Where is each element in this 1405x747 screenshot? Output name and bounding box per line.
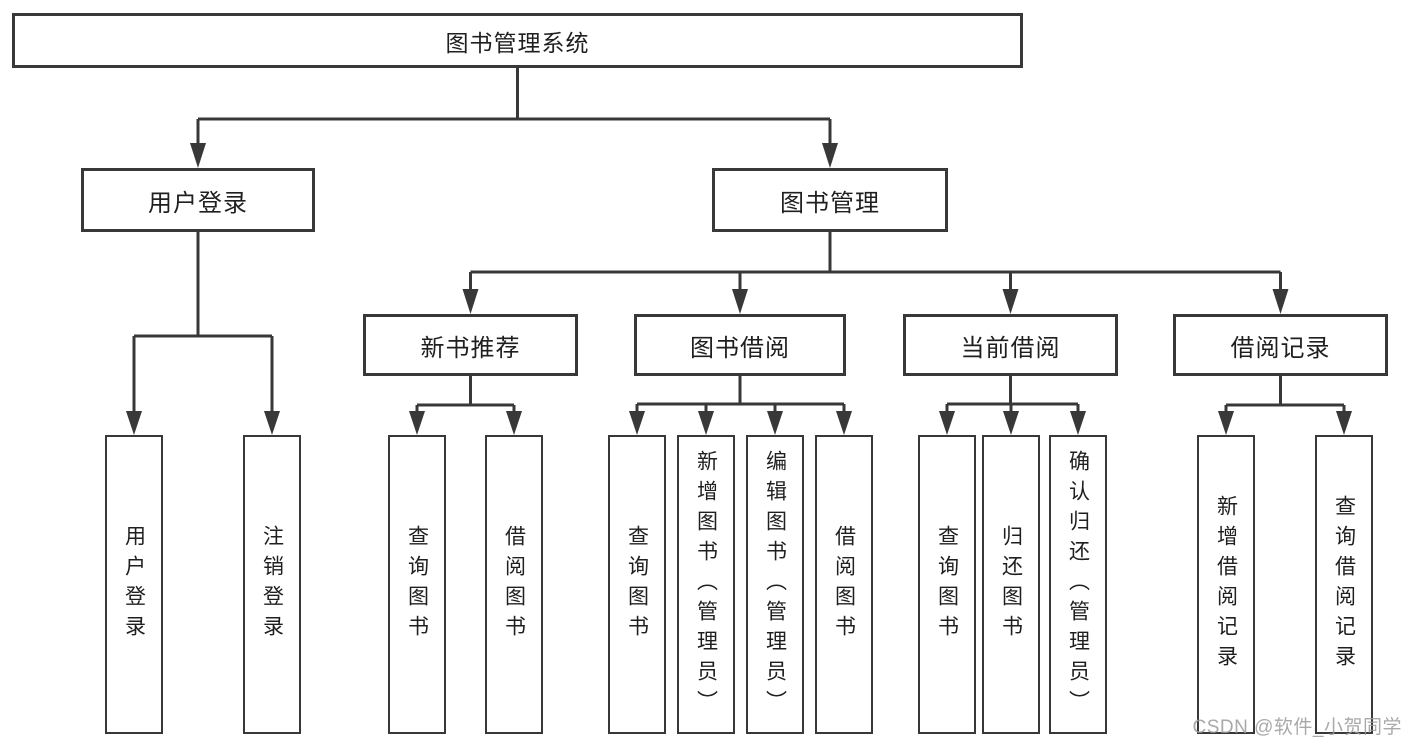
leaf-confirm-return-admin: 确认归还（管理员） [1049,435,1107,734]
node-label: 新书推荐 [420,334,521,362]
leaf-label: 查询图书 [625,524,649,645]
leaf-label: 确认归还（管理员） [1066,449,1090,720]
leaf-label: 编辑图书（管理员） [763,449,787,720]
node-book-management: 图书管理 [712,168,948,232]
leaf-edit-book-admin: 编辑图书（管理员） [746,435,804,734]
node-label: 图书管理 [780,189,880,217]
leaf-add-book-admin: 新增图书（管理员） [677,435,735,734]
leaf-label: 借阅图书 [832,524,856,645]
leaf-user-login: 用户登录 [105,435,163,734]
leaf-query-books-recommend: 查询图书 [388,435,446,734]
leaf-label: 归还图书 [999,524,1023,645]
node-root: 图书管理系统 [12,13,1023,68]
leaf-borrow-books: 借阅图书 [815,435,873,734]
leaf-return-book: 归还图书 [982,435,1040,734]
leaf-add-borrow-record: 新增借阅记录 [1197,435,1255,734]
leaf-label: 新增图书（管理员） [694,449,718,720]
node-new-book-recommend: 新书推荐 [363,314,578,376]
leaf-borrow-books-recommend: 借阅图书 [485,435,543,734]
leaf-logout: 注销登录 [243,435,301,734]
leaf-label: 查询图书 [935,524,959,645]
node-label: 当前借阅 [960,334,1061,362]
node-user-login: 用户登录 [81,168,315,232]
leaf-query-borrow-record: 查询借阅记录 [1315,435,1373,734]
leaf-label: 查询借阅记录 [1332,494,1356,675]
leaf-label: 用户登录 [122,524,146,645]
leaf-query-books-borrow: 查询图书 [608,435,666,734]
leaf-label: 查询图书 [405,524,429,645]
leaf-query-books-current: 查询图书 [918,435,976,734]
node-borrow-records: 借阅记录 [1173,314,1388,376]
leaf-label: 借阅图书 [502,524,526,645]
node-label: 用户登录 [148,189,248,217]
node-current-borrow: 当前借阅 [903,314,1118,376]
leaf-label: 新增借阅记录 [1214,494,1238,675]
csdn-watermark: CSDN @软件_小贺同学 [1192,717,1402,738]
node-label: 图书管理系统 [445,29,590,56]
node-label: 图书借阅 [690,334,790,362]
leaf-label: 注销登录 [260,524,284,645]
node-label: 借阅记录 [1230,334,1331,362]
node-book-borrow: 图书借阅 [634,314,846,376]
